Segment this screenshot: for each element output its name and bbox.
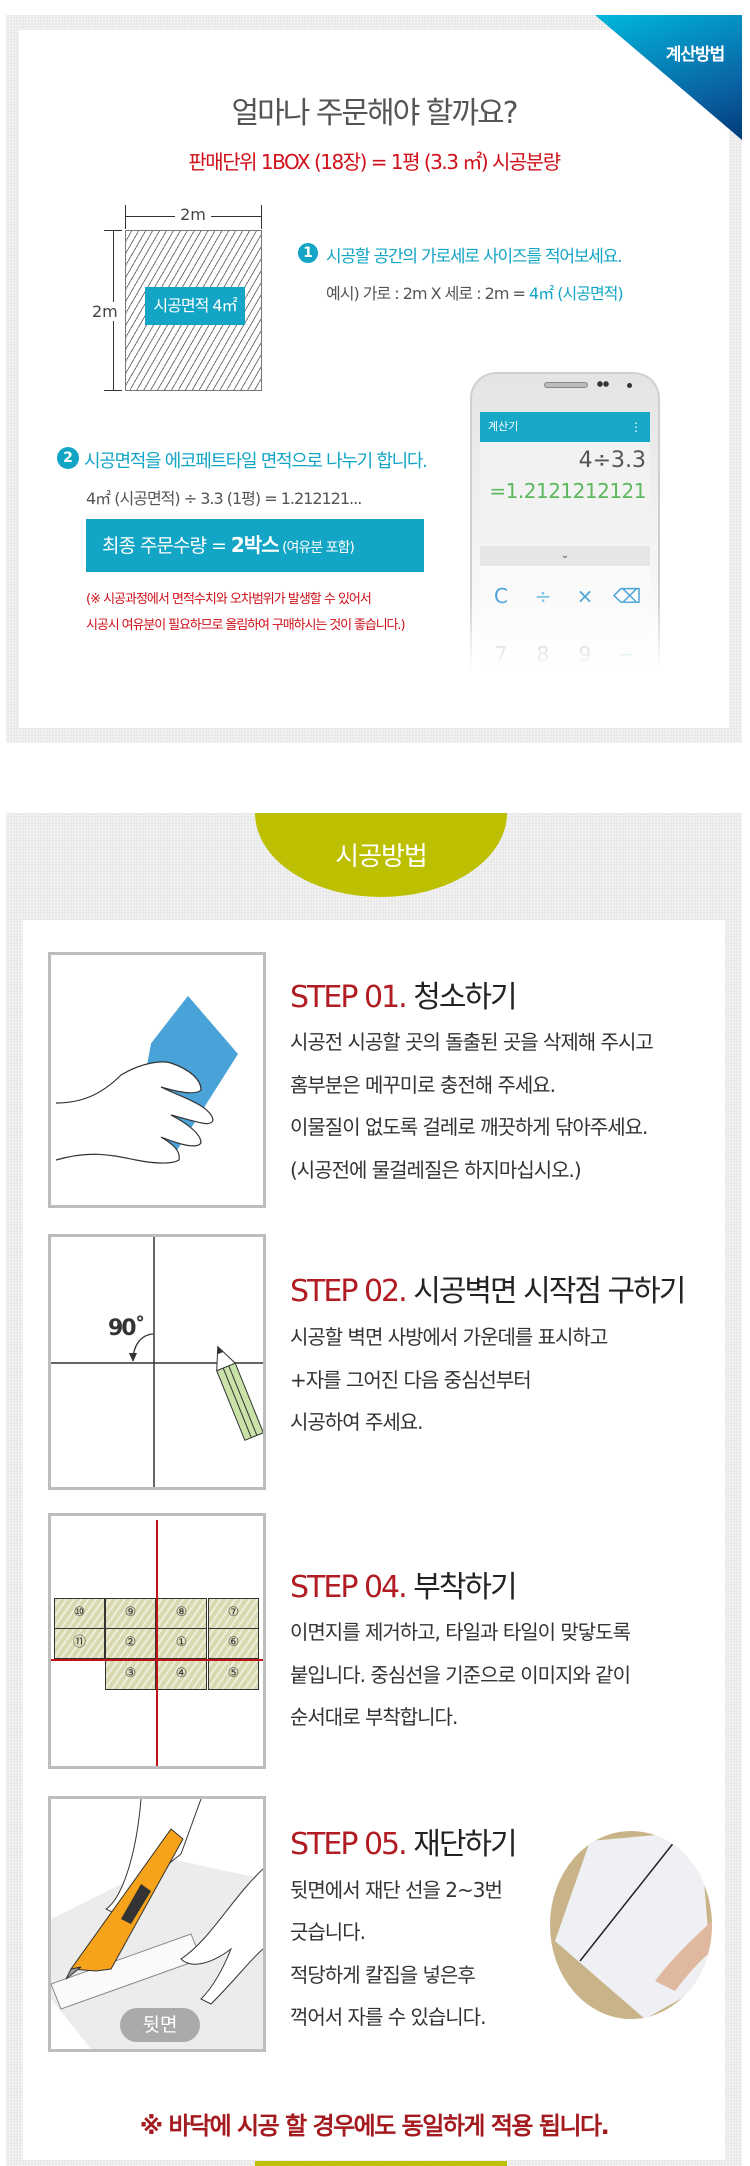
floor-application-note: ※ 바닥에 시공 할 경우에도 동일하게 적용 됩니다. <box>139 2112 610 2140</box>
step4-title: STEP 04. 부착하기 <box>290 1568 518 1608</box>
step5-line: 꺽어서 자를 수 있습니다. <box>290 2005 486 2029</box>
step1-line: (시공전에 물걸레질은 하지마십시오.) <box>290 1158 582 1182</box>
result-prefix: 최종 주문수량 = <box>102 535 231 557</box>
cut-sheet-photo <box>555 1831 712 2019</box>
area-label: 시공면적 4㎡ <box>145 287 245 325</box>
step4-heading: 부착하기 <box>413 1570 517 1605</box>
step1-title: STEP 01. 청소하기 <box>290 978 518 1018</box>
cutting-photo <box>550 1831 712 2019</box>
tile: ④ <box>156 1659 207 1690</box>
step2-num: STEP 02. <box>290 1274 408 1309</box>
tile: ⑦ <box>208 1598 259 1629</box>
result-display: =1.2121212121 <box>489 479 646 503</box>
step1-num: STEP 01. <box>290 980 408 1015</box>
step2-line: 시공할 벽면 사방에서 가운데를 표시하고 <box>290 1325 608 1349</box>
note-line-2: 시공시 여유분이 필요하므로 올림하여 구매하시는 것이 좋습니다.) <box>86 618 406 633</box>
step2-line: +자를 그어진 다음 중심선부터 <box>290 1368 532 1392</box>
phone-screen: 계산기 ⋮ 4÷3.3 =1.2121212121 ⌄ C ÷ × ⌫ 7 8 … <box>480 412 650 686</box>
tile: ⑨ <box>105 1598 156 1629</box>
step1-heading: 청소하기 <box>413 980 517 1015</box>
step1-number: 1 <box>298 243 318 263</box>
step4-line: 붙입니다. 중심선을 기준으로 이미지와 같이 <box>290 1663 631 1687</box>
keypad: C ÷ × ⌫ 7 8 9 − <box>480 566 650 686</box>
step2-image <box>48 1234 266 1490</box>
app-bar: 계산기 ⋮ <box>480 412 650 442</box>
phone-calculator: 계산기 ⋮ 4÷3.3 =1.2121212121 ⌄ C ÷ × ⌫ 7 8 … <box>470 372 660 686</box>
note-line-1: (※ 시공과정에서 면적수치와 오차범위가 발생할 수 있어서 <box>86 592 372 607</box>
step2-heading: 시공벽면 시작점 구하기 <box>413 1274 686 1309</box>
sales-unit-subtitle: 판매단위 1BOX (18장) = 1평 (3.3 ㎡) 시공분량 <box>188 150 561 174</box>
example-highlight: 4㎡ (시공면적) <box>529 284 624 303</box>
step4-image: ⑩ ⑨ ⑧ ⑦ ⑪ ② ① ⑥ ③ ④ ⑤ <box>48 1513 266 1769</box>
step2-title: STEP 02. 시공벽면 시작점 구하기 <box>290 1272 686 1312</box>
step1-line: 이물질이 없도록 걸레로 깨끗하게 닦아주세요. <box>290 1115 648 1139</box>
center-line-horizontal <box>51 1659 263 1661</box>
tile-grid: ⑩ ⑨ ⑧ ⑦ ⑪ ② ① ⑥ ③ ④ ⑤ <box>51 1516 263 1766</box>
center-cross-illustration <box>51 1237 263 1487</box>
step4-line: 이면지를 제거하고, 타일과 타일이 맞닿도록 <box>290 1620 631 1644</box>
key-minus[interactable]: − <box>618 642 636 666</box>
cutter-ruler-illustration <box>51 1799 263 2049</box>
tile: ⑪ <box>54 1628 105 1659</box>
step2-line: 시공하여 주세요. <box>290 1410 424 1434</box>
key-clear[interactable]: C <box>494 584 508 608</box>
step5-line: 적당하게 칼집을 넣은후 <box>290 1963 476 1987</box>
key-multiply[interactable]: × <box>576 584 594 608</box>
backspace-icon[interactable]: ⌫ <box>612 584 642 608</box>
step2-number: 2 <box>57 447 79 469</box>
phone-sensor <box>597 381 609 388</box>
key-7[interactable]: 7 <box>494 642 508 666</box>
tile: ⑤ <box>208 1659 259 1690</box>
key-8[interactable]: 8 <box>536 642 550 666</box>
tile: ③ <box>105 1659 156 1690</box>
ribbon-label: 계산방법 <box>665 45 726 65</box>
more-vert-icon[interactable]: ⋮ <box>630 420 642 434</box>
tile: ⑩ <box>54 1598 105 1629</box>
tile: ② <box>105 1628 156 1659</box>
center-line-vertical <box>156 1520 158 1766</box>
chevron-down-icon[interactable]: ⌄ <box>480 546 650 566</box>
step1-text: 시공할 공간의 가로세로 사이즈를 적어보세요. <box>326 247 623 267</box>
back-side-badge: 뒷면 <box>120 2008 200 2042</box>
step2-formula: 4㎡ (시공면적) ÷ 3.3 (1평) = 1.212121... <box>86 489 362 508</box>
key-9[interactable]: 9 <box>578 642 592 666</box>
step1-line: 시공전 시공할 곳의 돌출된 곳을 삭제해 주시고 <box>290 1030 654 1054</box>
step1-image <box>48 952 266 1208</box>
step5-heading: 재단하기 <box>413 1827 517 1862</box>
step5-num: STEP 05. <box>290 1827 408 1862</box>
width-label: 2m <box>175 205 211 224</box>
step4-line: 순서대로 부착합니다. <box>290 1705 458 1729</box>
step1-line: 홈부분은 메꾸미로 충전해 주세요. <box>290 1073 556 1097</box>
pencil-icon <box>216 1345 263 1441</box>
bottom-green-strip <box>255 2161 507 2166</box>
tile: ① <box>156 1628 207 1659</box>
expression-display: 4÷3.3 <box>578 448 646 473</box>
step1-example: 예시) 가로 : 2m X 세로 : 2m = 4㎡ (시공면적) <box>326 280 624 304</box>
angle-label: 90˚ <box>108 1316 146 1341</box>
step2-text: 시공면적을 에코페트타일 면적으로 나누기 합니다. <box>84 451 428 472</box>
app-title: 계산기 <box>488 420 519 433</box>
phone-camera <box>627 383 632 388</box>
step5-line: 뒷면에서 재단 선을 2~3번 <box>290 1878 503 1902</box>
tile: ⑥ <box>208 1628 259 1659</box>
phone-speaker <box>544 382 588 388</box>
method-badge-label: 시공방법 <box>335 842 428 872</box>
height-label: 2m <box>92 302 122 321</box>
example-prefix: 예시) 가로 : 2m X 세로 : 2m = <box>326 284 530 303</box>
page-title: 얼마나 주문해야 할까요? <box>231 96 519 131</box>
final-quantity-box: 최종 주문수량 = 2박스 (여유분 포함) <box>86 519 424 572</box>
result-suffix: (여유분 포함) <box>278 540 355 556</box>
hand-sponge-illustration <box>55 995 238 1164</box>
result-bold: 2박스 <box>230 533 280 557</box>
step4-num: STEP 04. <box>290 1570 408 1605</box>
step5-title: STEP 05. 재단하기 <box>290 1825 518 1865</box>
step5-line: 긋습니다. <box>290 1920 366 1944</box>
tile: ⑧ <box>156 1598 207 1629</box>
key-divide[interactable]: ÷ <box>534 584 552 608</box>
